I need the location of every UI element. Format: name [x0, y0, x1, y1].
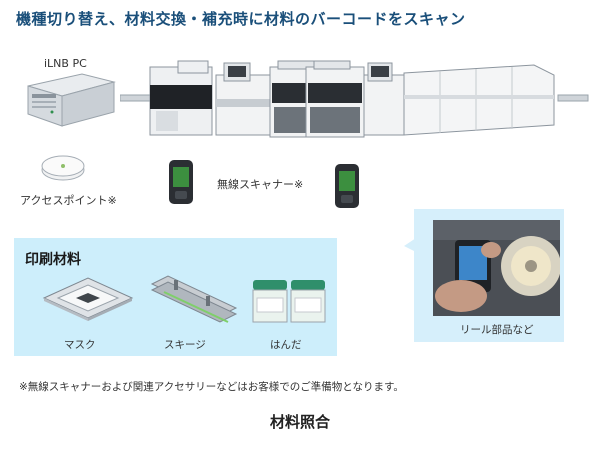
pc-label: iLNB PC — [44, 57, 87, 70]
pc-icon — [27, 73, 116, 127]
wireless-scanner-label: 無線スキャナー※ — [217, 178, 304, 191]
print-materials-heading: 印刷材料 — [25, 252, 81, 268]
reel-scanning-photo — [433, 220, 560, 316]
reel-label: リール部品など — [460, 324, 534, 336]
mounter-machine-1 — [215, 62, 273, 136]
reflow-oven — [403, 64, 555, 136]
wireless-scanner-icon — [169, 160, 193, 204]
solder-label: はんだ — [270, 339, 302, 351]
solder-jar-icon — [252, 280, 326, 323]
production-line-illustration — [120, 60, 589, 138]
footer-title: 材料照合 — [269, 413, 330, 431]
squeegee-label: スキージ — [164, 339, 206, 351]
access-point-icon — [41, 155, 85, 181]
squeegee-icon — [150, 275, 238, 323]
printer-machine — [149, 60, 213, 136]
page-title: 機種切り替え、材料交換・補充時に材料のバーコードをスキャン — [16, 10, 466, 28]
access-point-label: アクセスポイント※ — [20, 194, 117, 207]
callout-pointer — [404, 238, 416, 252]
disclaimer-note: ※無線スキャナーおよび関連アクセサリーなどはお客様でのご準備物となります。 — [19, 381, 404, 393]
mask-icon — [42, 277, 134, 321]
inspection-machine — [363, 62, 405, 136]
mounter-machine-3 — [305, 60, 365, 138]
wireless-scanner-icon — [335, 164, 359, 208]
mask-label: マスク — [64, 339, 96, 351]
